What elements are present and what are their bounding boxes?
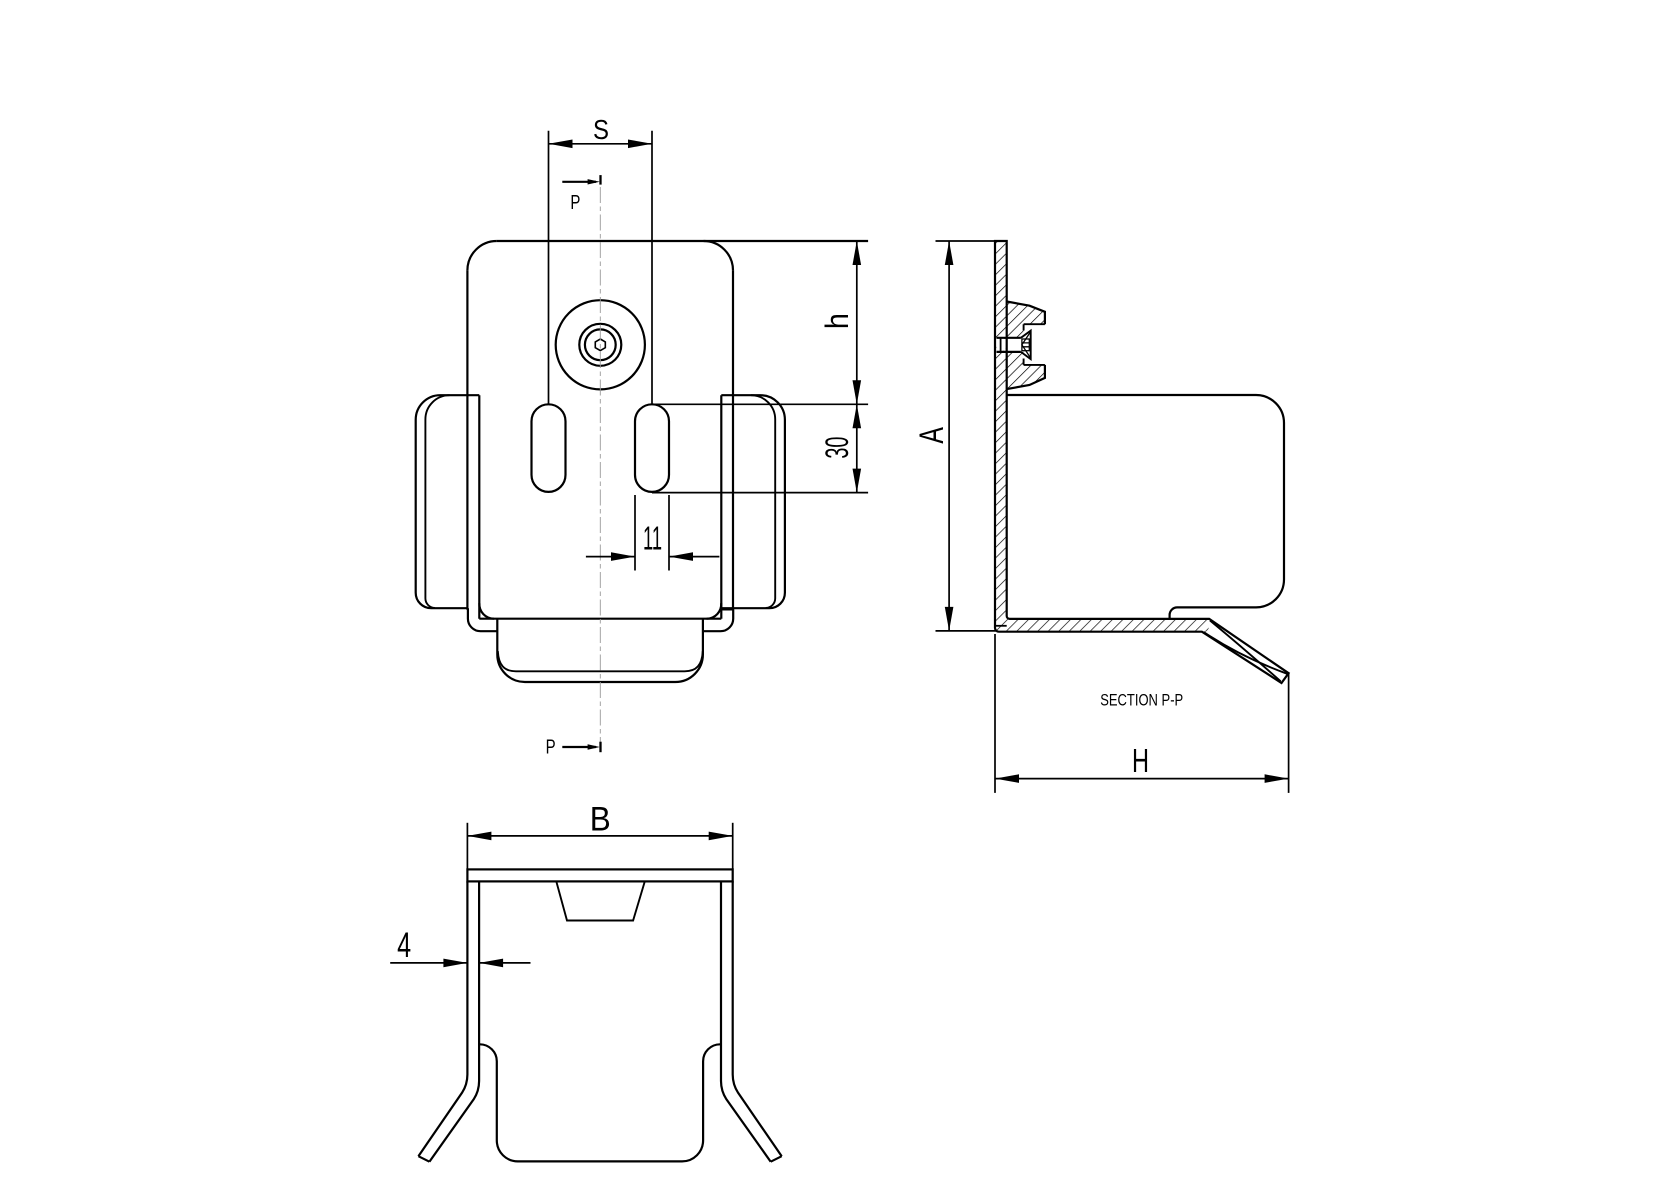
svg-text:11: 11	[643, 520, 662, 557]
svg-text:B: B	[590, 801, 611, 839]
svg-text:H: H	[1132, 742, 1149, 779]
svg-text:SECTION P-P: SECTION P-P	[1100, 692, 1183, 710]
svg-text:P: P	[570, 192, 580, 214]
svg-text:h: h	[819, 313, 855, 329]
svg-text:S: S	[593, 114, 609, 145]
svg-text:4: 4	[397, 926, 411, 965]
svg-text:30: 30	[819, 437, 855, 459]
svg-text:P: P	[546, 736, 556, 758]
svg-text:A: A	[913, 427, 951, 444]
